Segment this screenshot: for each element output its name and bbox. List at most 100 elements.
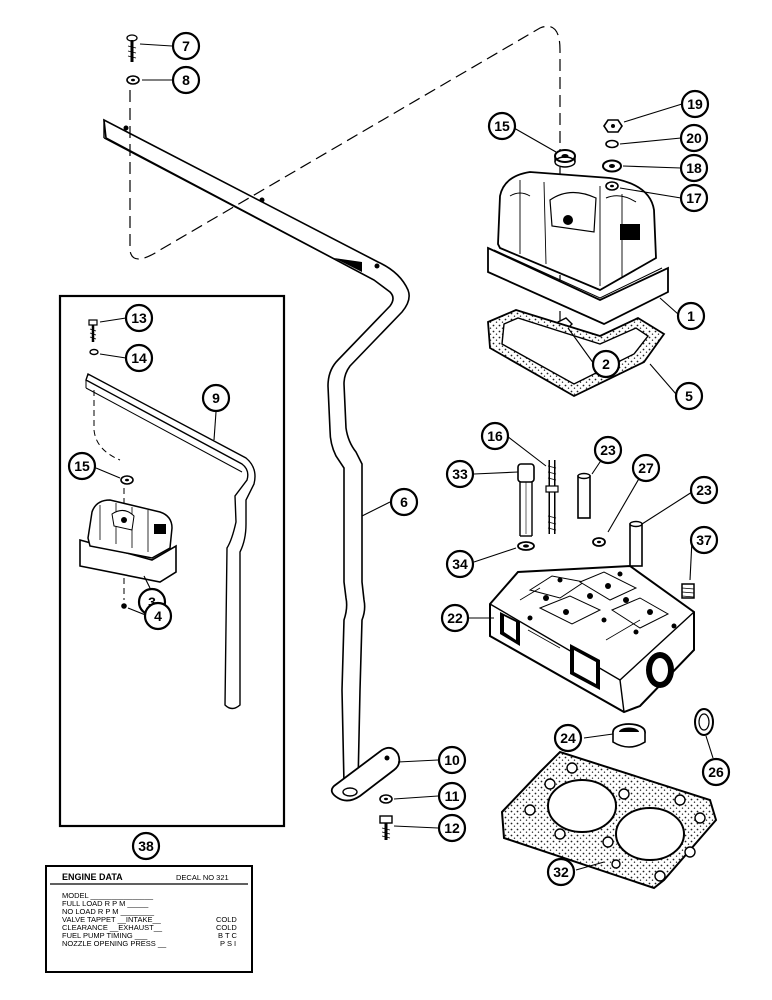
- mounting-bracket: [330, 746, 401, 802]
- decal-row-label: MODEL _______________: [62, 891, 154, 900]
- head-bolt: [517, 463, 535, 537]
- callout-label: 18: [686, 160, 702, 176]
- decal-row-label: FUEL PUMP TIMING ___: [62, 931, 148, 940]
- decal-row-label: VALVE TAPPET __INTAKE__: [62, 915, 162, 924]
- valve-cover: [487, 171, 669, 325]
- callout-37: 37: [689, 525, 719, 555]
- leader-lines: [95, 43, 714, 871]
- callout-label: 27: [638, 460, 654, 476]
- callout-23-right: 23: [689, 475, 719, 505]
- callout-24: 24: [553, 723, 583, 753]
- callout-label: 13: [131, 310, 147, 326]
- callout-label: 2: [602, 356, 610, 372]
- inset-strap-edge: [85, 387, 243, 473]
- callout-label: 24: [560, 730, 576, 746]
- decal-row-value: COLD: [216, 923, 237, 932]
- decal-row-label: NO LOAD R P M ________: [62, 907, 155, 916]
- callout-label: 19: [687, 96, 703, 112]
- callout-label: 34: [452, 556, 468, 572]
- callout-label: 23: [600, 442, 616, 458]
- callout-label: 8: [182, 72, 190, 88]
- decal-row-value: P S I: [220, 939, 236, 948]
- inset-valve-cover: [79, 499, 177, 583]
- callout-label: 32: [553, 864, 569, 880]
- pipe-plug: [681, 583, 695, 599]
- callout-7: 7: [171, 31, 201, 61]
- callout-label: 38: [138, 838, 154, 854]
- head-gasket: [500, 750, 718, 890]
- decal-row-label: FULL LOAD R P M _____: [62, 899, 149, 908]
- callout-label: 3: [148, 594, 156, 610]
- callout-27: 27: [631, 453, 661, 483]
- callout-label: 9: [212, 390, 220, 406]
- bracket-bolt: [379, 815, 393, 840]
- sealing-ring: [694, 708, 714, 736]
- acorn-nut: [603, 119, 623, 133]
- callout-label: 17: [686, 190, 702, 206]
- callout-label: 6: [400, 494, 408, 510]
- callout-11: 11: [437, 781, 467, 811]
- callout-20: 20: [679, 123, 709, 153]
- callout-9: 9: [201, 383, 231, 413]
- callout-label: 33: [452, 466, 468, 482]
- decal-row-label: NOZZLE OPENING PRESS __: [62, 939, 167, 948]
- callout-33: 33: [445, 459, 475, 489]
- inset-frame: [58, 294, 286, 828]
- callout-label: 14: [131, 350, 147, 366]
- main-dashed-guide: [129, 25, 561, 340]
- callout-label: 4: [154, 608, 162, 624]
- callout-34: 34: [445, 549, 475, 579]
- dowel-sleeve-left: [577, 472, 591, 519]
- callout-label: 37: [696, 532, 712, 548]
- callout-4-badge: 4: [143, 601, 173, 631]
- callout-label: 1: [687, 308, 695, 324]
- inset-nut: [121, 603, 127, 609]
- callout-2: 2: [591, 349, 621, 379]
- inset-washer: [89, 348, 99, 356]
- callout-26: 26: [701, 757, 731, 787]
- callout-label: 15: [494, 118, 510, 134]
- callout-15-inset: 15: [67, 451, 97, 481]
- engine-data-decal: ENGINE DATA DECAL NO 321 MODEL _________…: [45, 865, 253, 973]
- callout-label: 15: [74, 458, 90, 474]
- callout-14: 14: [124, 343, 154, 373]
- callout-23-left: 23: [593, 435, 623, 465]
- callout-label: 16: [487, 428, 503, 444]
- cylinder-head: [489, 564, 695, 714]
- callout-38: 38: [131, 831, 161, 861]
- callout-label: 26: [708, 764, 724, 780]
- main-bolt: [126, 34, 138, 62]
- dowel-sleeve-right: [629, 520, 643, 567]
- decal-number: DECAL NO 321: [176, 873, 229, 882]
- callout-32: 32: [546, 857, 576, 887]
- callout-18: 18: [679, 153, 709, 183]
- callout-1: 1: [676, 301, 706, 331]
- callout-label: 23: [696, 482, 712, 498]
- decal-row-label: CLEARANCE __EXHAUST__: [62, 923, 163, 932]
- callout-label: 20: [686, 130, 702, 146]
- callout-22: 22: [440, 603, 470, 633]
- decal-row-value: B T C: [218, 931, 237, 940]
- callout-8: 8: [171, 65, 201, 95]
- callout-16: 16: [480, 421, 510, 451]
- callout-label: 7: [182, 38, 190, 54]
- callout-label: 10: [444, 752, 460, 768]
- head-stud: [545, 460, 559, 534]
- callout-label: 12: [444, 820, 460, 836]
- callout-label: 5: [685, 388, 693, 404]
- callout-19: 19: [680, 89, 710, 119]
- callout-label: 11: [445, 788, 460, 804]
- inset-dashed-guide: [93, 390, 121, 461]
- callout-label: 22: [447, 610, 463, 626]
- callout-10: 10: [437, 745, 467, 775]
- callout-5: 5: [674, 381, 704, 411]
- callout-12: 12: [437, 813, 467, 843]
- callout-15-main: 15: [487, 111, 517, 141]
- decal-row-value: COLD: [216, 915, 237, 924]
- lock-washer: [605, 139, 619, 149]
- valve-insert: [612, 723, 646, 748]
- inset-support-strap: [85, 372, 256, 710]
- callout-17: 17: [679, 183, 709, 213]
- inset-bolt: [88, 319, 98, 342]
